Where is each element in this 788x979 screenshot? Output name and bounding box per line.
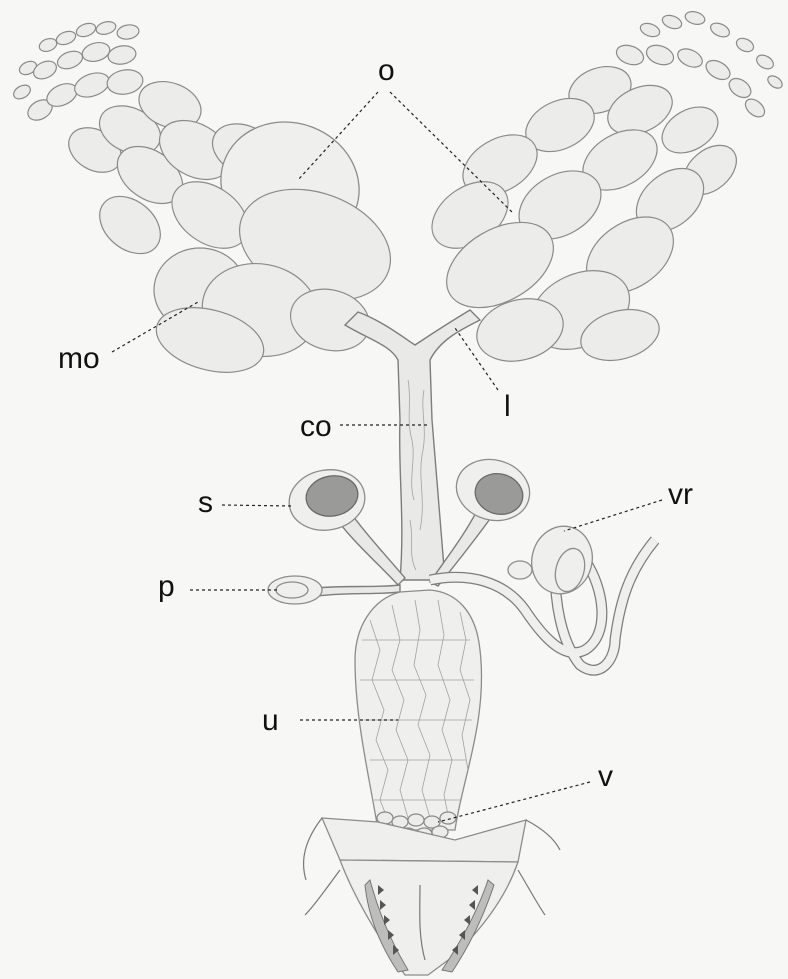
label-s: s xyxy=(198,488,213,518)
genital-plate xyxy=(304,818,560,975)
label-vr: vr xyxy=(668,480,693,510)
label-l: l xyxy=(504,392,511,422)
label-p: p xyxy=(158,572,175,602)
label-u: u xyxy=(262,706,279,736)
label-o: o xyxy=(378,56,395,86)
leader-s xyxy=(222,505,293,506)
label-co: co xyxy=(300,412,332,442)
label-mo: mo xyxy=(58,344,100,374)
left-ovary-body-eggs xyxy=(61,73,406,383)
label-v: v xyxy=(598,762,613,792)
spermatheca-left xyxy=(284,464,405,585)
uterus xyxy=(355,590,482,840)
left-ovary xyxy=(11,20,406,384)
pedicel xyxy=(268,576,400,604)
leader-vr xyxy=(564,500,662,531)
